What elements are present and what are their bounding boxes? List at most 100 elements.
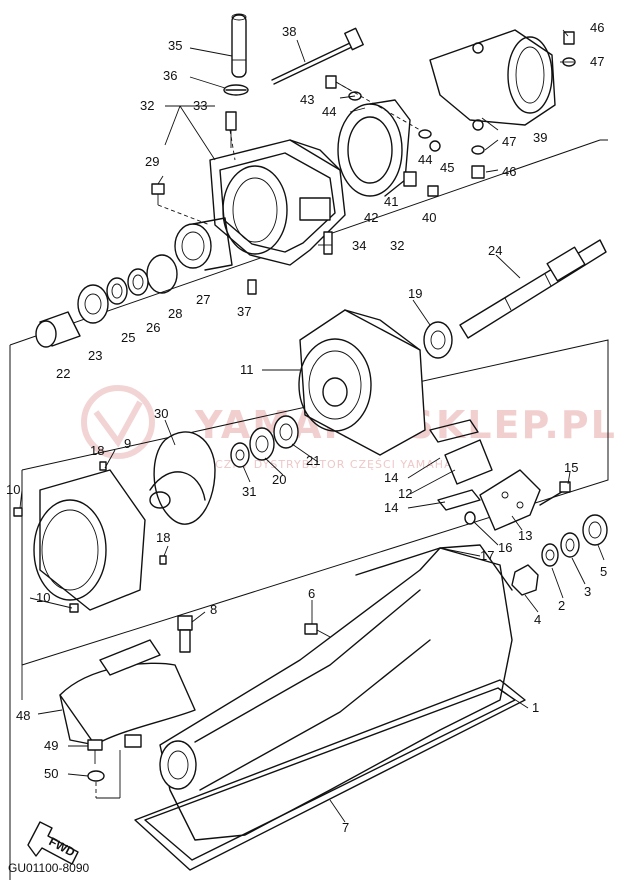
callout-11: 11 — [240, 362, 254, 377]
part-13-bracket — [479, 469, 541, 531]
callout-34: 34 — [352, 238, 366, 253]
part-42-ring-housing — [337, 99, 411, 197]
callout-2: 2 — [558, 598, 565, 613]
part-44-washer-b — [418, 129, 432, 139]
part-5-cap — [582, 514, 608, 546]
part-10-pin-a — [13, 507, 23, 517]
callout-1: 1 — [532, 700, 539, 715]
part-1-intake-housing — [159, 544, 513, 841]
callout-16: 16 — [498, 540, 512, 555]
callout-19: 19 — [408, 286, 422, 301]
part-33-bolt — [225, 111, 237, 148]
part-19-bearing — [423, 321, 453, 359]
callout-10-lower: 10 — [36, 590, 50, 605]
part-35-pin — [231, 13, 247, 78]
leader-lines — [19, 29, 605, 823]
part-23-bearing — [77, 284, 109, 324]
callout-43: 43 — [300, 92, 314, 107]
part-14-gasket-a — [429, 419, 479, 443]
part-25-seal — [106, 277, 128, 305]
part-15-bolt — [539, 481, 571, 506]
callout-24: 24 — [488, 243, 502, 258]
callout-10-upper: 10 — [6, 482, 20, 497]
callout-41: 41 — [384, 194, 398, 209]
part-46-bolt-lower — [471, 165, 485, 179]
callout-44-right: 44 — [418, 152, 432, 167]
part-49-bolt — [87, 739, 103, 764]
part-32-pump-housing — [209, 139, 346, 266]
callout-13: 13 — [518, 528, 532, 543]
callout-31: 31 — [242, 484, 256, 499]
callout-40: 40 — [422, 210, 436, 225]
part-12-cover — [444, 439, 493, 485]
part-40-bolt — [427, 185, 439, 197]
part-47-collar-lower — [471, 145, 485, 155]
part-24-drive-shaft — [459, 239, 607, 339]
callout-35: 35 — [168, 38, 182, 53]
callout-27: 27 — [196, 292, 210, 307]
callout-8: 8 — [210, 602, 217, 617]
part-36-clip — [223, 84, 249, 96]
callout-14-lower: 14 — [384, 500, 398, 515]
part-11-impeller-housing — [298, 309, 426, 456]
callout-48: 48 — [16, 708, 30, 723]
callout-26: 26 — [146, 320, 160, 335]
callout-46-lower: 46 — [502, 164, 516, 179]
callout-38: 38 — [282, 24, 296, 39]
part-17-rod — [355, 547, 441, 576]
part-45-nut — [429, 140, 441, 152]
fwd-arrow-icon: FWD — [27, 821, 79, 865]
part-27-duct — [174, 217, 233, 271]
part-37-pin — [247, 279, 257, 295]
part-48-cover — [59, 639, 196, 748]
callout-28: 28 — [168, 306, 182, 321]
part-14-gasket-b — [437, 489, 481, 511]
part-21-bearing — [273, 415, 299, 449]
part-16-nut — [464, 511, 476, 525]
callout-14-upper: 14 — [384, 470, 398, 485]
callout-47-upper: 47 — [590, 54, 604, 69]
part-29-bolt — [151, 183, 165, 205]
part-46-bolt-upper — [563, 31, 575, 45]
part-2-washer — [541, 543, 559, 567]
callout-37: 37 — [237, 304, 251, 319]
callout-50: 50 — [44, 766, 58, 781]
part-50-washer — [87, 770, 105, 782]
callout-12: 12 — [398, 486, 412, 501]
callout-23: 23 — [88, 348, 102, 363]
part-18-pin-b — [159, 555, 167, 565]
callout-5: 5 — [600, 564, 607, 579]
callout-45: 45 — [440, 160, 454, 175]
callout-32-lower: 32 — [390, 238, 404, 253]
callout-29: 29 — [145, 154, 159, 169]
part-38-bolt — [271, 27, 364, 85]
callout-22: 22 — [56, 366, 70, 381]
callout-4: 4 — [534, 612, 541, 627]
part-39-nozzle — [429, 29, 556, 131]
part-22-sleeve — [35, 311, 81, 348]
callout-42: 42 — [364, 210, 378, 225]
callout-labels: 35 38 36 46 47 33 32 43 44 29 39 47 44 4… — [6, 20, 607, 835]
part-20-bearing — [249, 427, 275, 461]
callout-3: 3 — [584, 584, 591, 599]
callout-6: 6 — [308, 586, 315, 601]
callout-33: 33 — [193, 98, 207, 113]
part-9-ring-housing — [33, 469, 146, 611]
part-10-pin-b — [69, 603, 79, 613]
callout-18-lower: 18 — [156, 530, 170, 545]
callout-39: 39 — [533, 130, 547, 145]
part-18-pin-a — [99, 461, 107, 471]
callout-49: 49 — [44, 738, 58, 753]
part-30-impeller — [149, 431, 216, 525]
callout-7: 7 — [342, 820, 349, 835]
callout-46-upper: 46 — [590, 20, 604, 35]
callout-15: 15 — [564, 460, 578, 475]
part-26-seal — [127, 268, 149, 296]
callout-32-upper: 32 — [140, 98, 154, 113]
part-8-fitting — [177, 615, 193, 653]
part-31-washer — [230, 442, 250, 468]
callout-47-lower: 47 — [502, 134, 516, 149]
part-41-bushing — [403, 171, 417, 187]
